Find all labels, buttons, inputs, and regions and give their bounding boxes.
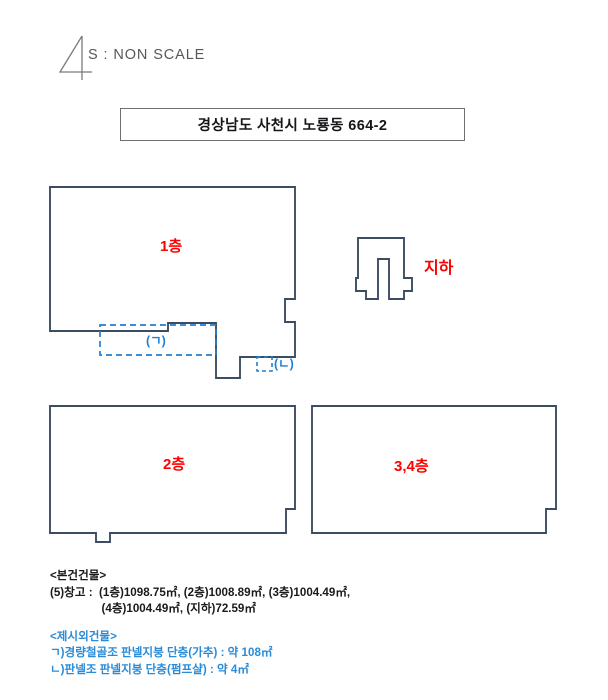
annex-b-label: (ㄴ) <box>274 357 294 371</box>
address-title-box: 경상남도 사천시 노룡동 664-2 <box>120 108 465 141</box>
address-title-text: 경상남도 사천시 노룡동 664-2 <box>197 118 388 134</box>
main-building-line-1: (5)창고 : (1층)1098.75㎡, (2층)1008.89㎡, (3층)… <box>50 585 351 599</box>
floor-34-label: 3,4층 <box>394 458 429 475</box>
scale-note-label: S : NON SCALE <box>88 47 206 63</box>
floor-1-outline <box>49 186 296 379</box>
floor-1-label: 1층 <box>160 238 183 255</box>
main-building-heading: <본건건물> <box>50 569 107 582</box>
floor-2-label: 2층 <box>163 456 186 473</box>
annex-building-heading: <제시외건물> <box>50 629 117 643</box>
basement-label: 지하 <box>424 260 454 277</box>
main-building-line-2: (4층)1004.49㎡, (지하)72.59㎡ <box>50 602 256 615</box>
notes-spacer <box>50 618 570 629</box>
floor-2-outline <box>49 405 296 543</box>
scale-mark-icon <box>58 35 92 80</box>
annex-a-outline <box>99 324 217 356</box>
basement-outline <box>355 237 413 300</box>
notes-block: <본건건물> (5)창고 : (1층)1098.75㎡, (2층)1008.89… <box>50 568 570 678</box>
annex-a-label: (ㄱ) <box>146 334 166 348</box>
annex-building-line-2: ㄴ)판넬조 판넬지붕 단층(펌프샬) : 약 4㎡ <box>50 662 249 676</box>
annex-b-outline <box>256 356 273 372</box>
annex-building-line-1: ㄱ)경량철골조 판넬지붕 단층(가추) : 약 108㎡ <box>50 646 273 659</box>
floor-34-outline <box>311 405 557 534</box>
